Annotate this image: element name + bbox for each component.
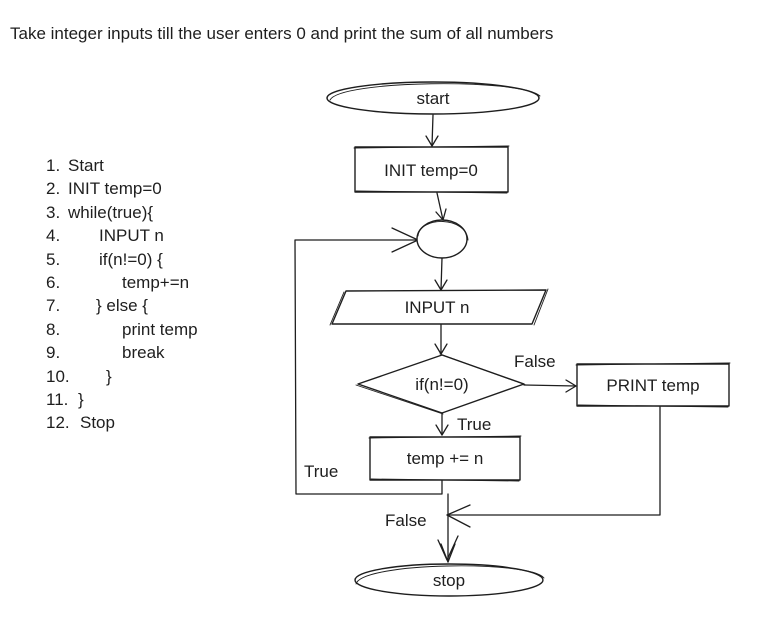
algorithm-step: 8. print temp xyxy=(46,318,198,341)
algorithm-step: 7. } else { xyxy=(46,294,148,317)
connector-decision-print xyxy=(523,384,577,387)
page-heading: Take integer inputs till the user enters… xyxy=(10,24,554,43)
print-label: PRINT temp xyxy=(606,376,699,395)
arrowhead-icon xyxy=(440,543,456,563)
step-text: INIT temp=0 xyxy=(68,179,162,199)
step-text: Stop xyxy=(80,413,115,433)
edge-label-true-loop: True xyxy=(304,462,338,481)
arrowhead-icon xyxy=(446,504,471,528)
edge-label-true-decision: True xyxy=(457,415,491,434)
step-number: 11. xyxy=(46,389,69,409)
step-text: INPUT n xyxy=(99,226,164,246)
step-text: if(n!=0) { xyxy=(99,249,163,269)
step-number: 7. xyxy=(46,296,61,316)
connector-print-merge xyxy=(446,406,661,516)
connector-start-init xyxy=(431,114,434,147)
algorithm-step: 2. INIT temp=0 xyxy=(46,177,162,200)
step-number: 12. xyxy=(46,413,70,433)
arrowhead-icon xyxy=(565,379,577,393)
step-number: 2. xyxy=(46,179,61,199)
step-number: 4. xyxy=(46,226,61,246)
step-text: break xyxy=(122,343,165,363)
algorithm-step: 11.} xyxy=(46,388,84,411)
arrowhead-icon xyxy=(437,535,459,561)
add-process: temp += n xyxy=(368,435,522,482)
step-text: } xyxy=(78,389,84,409)
step-text: } xyxy=(106,366,112,386)
step-text: while(true){ xyxy=(68,202,154,222)
algorithm-step: 5. if(n!=0) { xyxy=(46,248,163,271)
print-process: PRINT temp xyxy=(575,362,731,408)
stop-label: stop xyxy=(433,571,465,590)
algorithm-step: 1. Start xyxy=(46,154,104,177)
step-number: 9. xyxy=(46,343,61,363)
input-parallelogram: INPUT n xyxy=(329,288,549,326)
edge-label-false-decision: False xyxy=(514,352,556,371)
connector-junction-input xyxy=(440,257,443,291)
algorithm-step: 4. INPUT n xyxy=(46,224,164,247)
algorithm-step: 12. Stop xyxy=(46,411,115,434)
algorithm-step: 6. temp+=n xyxy=(46,271,189,294)
step-text: Start xyxy=(68,156,104,175)
step-text: print temp xyxy=(122,319,198,339)
algorithm-step: 9. break xyxy=(46,341,165,364)
connector-loop-back xyxy=(294,239,443,495)
algorithm-steps: 1. Start 2. INIT temp=0 3. while(true){ 4. I… xyxy=(46,154,198,435)
add-label: temp += n xyxy=(407,449,484,468)
stop-terminal: stop xyxy=(354,563,545,597)
init-process: INIT temp=0 xyxy=(353,145,510,194)
connector-init-junction xyxy=(436,192,444,221)
step-number: 1. xyxy=(46,156,61,175)
input-label: INPUT n xyxy=(405,298,470,317)
start-terminal: start xyxy=(326,81,541,115)
step-number: 8. xyxy=(46,319,61,339)
init-label: INIT temp=0 xyxy=(384,161,478,180)
step-text: } else { xyxy=(96,296,148,316)
arrowhead-icon xyxy=(425,135,439,147)
algorithm-step: 3. while(true){ xyxy=(46,201,153,224)
step-number: 3. xyxy=(46,202,61,222)
start-label: start xyxy=(416,89,449,108)
decision-diamond: if(n!=0) xyxy=(355,353,527,415)
arrowhead-icon xyxy=(435,424,449,436)
edge-label-false-merge: False xyxy=(385,511,427,530)
step-number: 10. xyxy=(46,366,70,386)
step-text: temp+=n xyxy=(122,272,190,292)
step-number: 5. xyxy=(46,249,61,269)
algorithm-step: 10.} xyxy=(46,365,112,388)
loop-junction xyxy=(416,219,469,259)
flowchart-connectors xyxy=(294,114,661,563)
decision-label: if(n!=0) xyxy=(415,375,468,394)
step-number: 6. xyxy=(46,272,61,292)
